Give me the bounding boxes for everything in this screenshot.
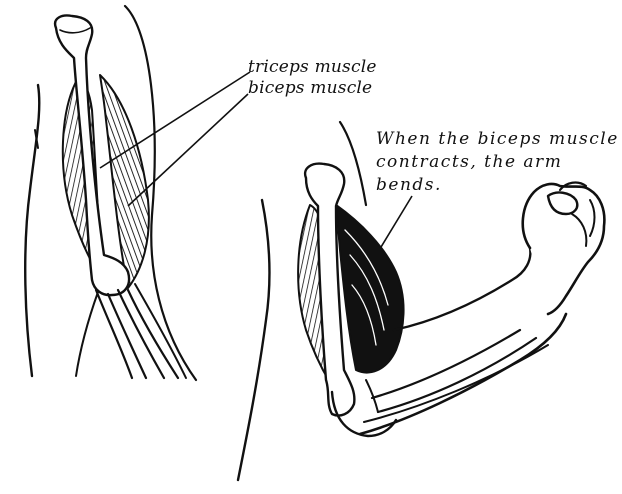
caption-leader-line [378,196,412,252]
right-body-outline [238,200,269,480]
left-arm-front-outline [25,85,39,376]
caption-line-1: When the biceps muscle [376,129,619,149]
straight-arm [25,6,196,380]
contraction-caption: When the biceps muscle contracts, the ar… [376,128,619,197]
forearm-bone-right-b [378,338,536,412]
right-forearm-upper [394,248,530,330]
biceps-label: biceps muscle [248,80,372,97]
biceps-muscle-right [336,205,404,373]
triceps-label: triceps muscle [248,59,377,76]
caption-line-3: bends. [376,175,442,195]
caption-line-2: contracts, the arm [376,152,562,172]
right-body-back [340,122,366,205]
